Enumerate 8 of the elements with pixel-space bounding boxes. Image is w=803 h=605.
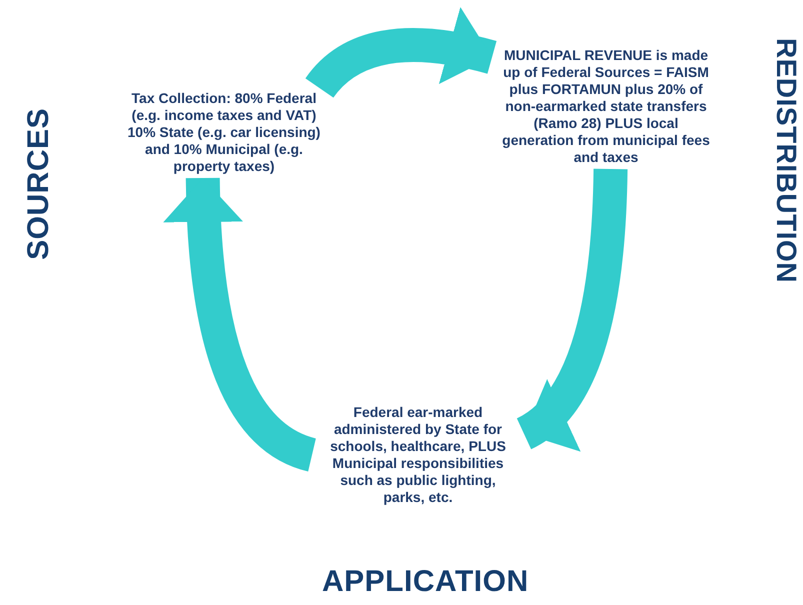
stage-heading: REDISTRIBUTION (770, 38, 802, 283)
stage-text: Tax Collection: 80% Federal (e.g. income taxes and VAT) 10% State (e.g. car licensing) and 10% Municipal (e.g. property taxes) (118, 88, 330, 178)
stage-text: MUNICIPAL REVENUE is made up of Federal Sources = FAISM plus FORTAMUN plus 20% of non-earmarked state transfers (Ramo 28) PLUS local generation from municipal fees and taxes (492, 45, 720, 169)
stage-text: Federal ear-marked administered by State for schools, healthcare, PLUS Municipal responsibilities such as public lighting, parks, etc. (312, 402, 524, 508)
curved-arrow (515, 168, 628, 449)
stage-heading: SOURCES (22, 108, 56, 260)
stage-heading: APPLICATION (322, 565, 529, 599)
curved-arrow (164, 178, 318, 472)
